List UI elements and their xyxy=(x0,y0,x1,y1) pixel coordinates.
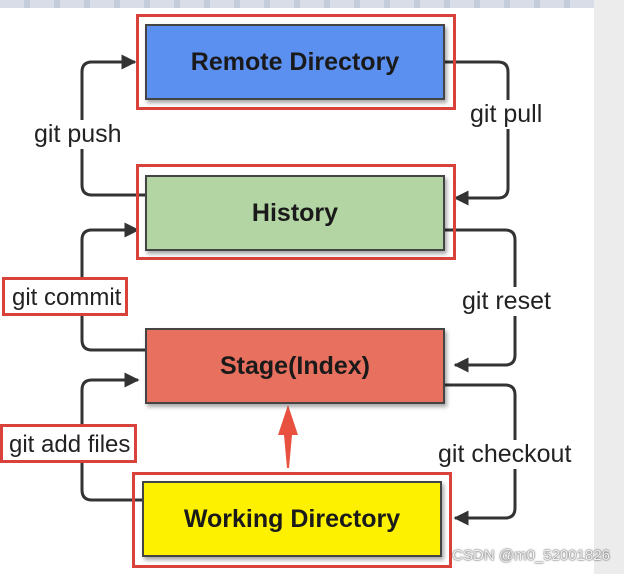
stage-index-label: Stage(Index) xyxy=(219,351,371,380)
top-border xyxy=(0,0,594,8)
git-push-label: git push xyxy=(32,120,124,149)
history-label: History xyxy=(251,198,339,227)
red-up-arrow xyxy=(278,405,298,468)
watermark: CSDN @m0_52001826 xyxy=(452,547,610,564)
git-checkout-label: git checkout xyxy=(436,440,574,469)
remote-directory-label: Remote Directory xyxy=(190,47,400,76)
stage-index-box: Stage(Index) xyxy=(145,328,445,404)
right-margin-bar xyxy=(594,0,624,574)
working-highlight-frame xyxy=(132,472,452,568)
working-directory-box: Working Directory xyxy=(142,481,442,557)
remote-highlight-frame xyxy=(136,14,456,110)
git-add-label: git add files xyxy=(0,424,138,463)
history-box: History xyxy=(145,175,445,251)
history-highlight-frame xyxy=(136,164,456,260)
git-reset-label: git reset xyxy=(460,287,553,316)
git-commit-label: git commit xyxy=(2,277,129,316)
working-directory-label: Working Directory xyxy=(183,504,401,533)
remote-directory-box: Remote Directory xyxy=(145,24,445,100)
git-pull-label: git pull xyxy=(468,100,545,129)
git-pull-arrow xyxy=(445,60,510,206)
